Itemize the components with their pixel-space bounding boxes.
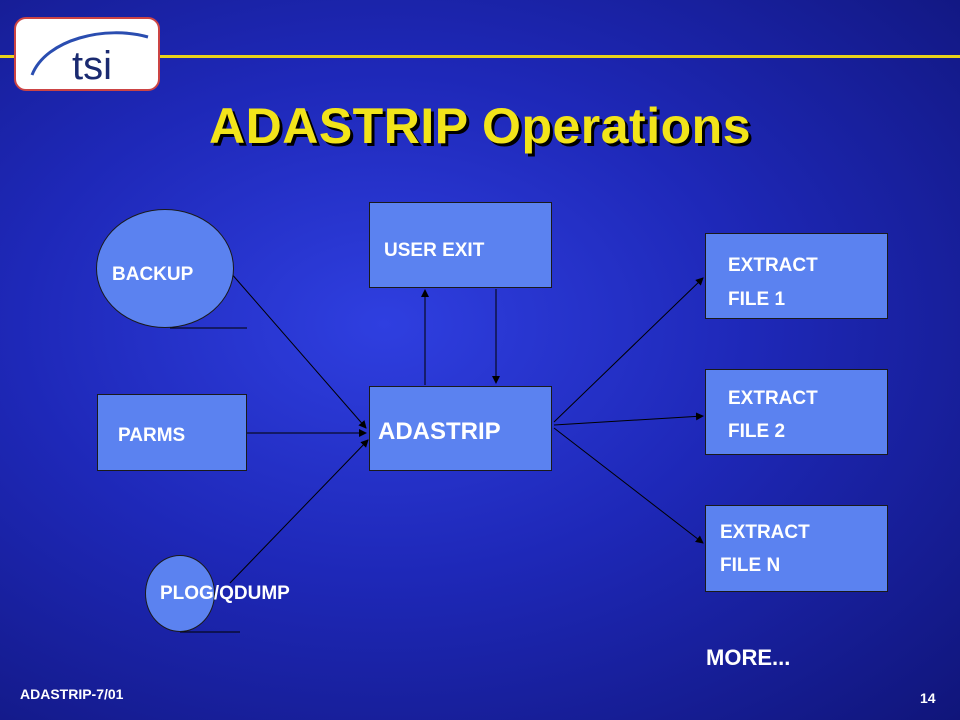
extract-file-n-node [705, 505, 888, 592]
page-title: ADASTRIP Operations [209, 98, 751, 154]
header-rule [160, 55, 960, 58]
arrow-adastrip-to-extract2 [553, 412, 704, 426]
plog-label: PLOG/QDUMP [160, 583, 290, 604]
arrow-adastrip-to-extract1 [553, 277, 704, 423]
parms-label: PARMS [118, 425, 186, 446]
footer-page-number: 14 [920, 690, 936, 706]
header-rule-left [0, 55, 14, 58]
adastrip-node [369, 386, 552, 471]
tsi-logo: tsi [14, 17, 160, 91]
backup-label: BACKUP [112, 264, 194, 285]
extract-file-2-line1: EXTRACT [728, 388, 818, 409]
more-text: MORE... [706, 645, 791, 670]
tsi-logo-icon: tsi [30, 31, 149, 88]
arrow-adastrip-to-extractn [553, 427, 704, 544]
extract-file-n-line2: FILE N [720, 555, 781, 576]
arrow-backup-to-adastrip [229, 271, 367, 429]
adastrip-label: ADASTRIP [378, 418, 501, 445]
backup-node [96, 209, 234, 328]
plog-node [145, 555, 215, 632]
extract-file-2-node [705, 369, 888, 455]
footer-doc-id: ADASTRIP-7/01 [20, 686, 124, 702]
extract-file-n-line1: EXTRACT [720, 522, 810, 543]
logo-text: tsi [72, 44, 112, 88]
extract-file-1-node [705, 233, 888, 319]
extract-file-1-line1: EXTRACT [728, 255, 818, 276]
extract-file-2-line2: FILE 2 [728, 421, 786, 442]
user-exit-label: USER EXIT [384, 240, 485, 261]
extract-file-1-line2: FILE 1 [728, 289, 786, 310]
parms-node [97, 394, 247, 471]
user-exit-node [369, 202, 552, 288]
arrow-plog-to-adastrip [229, 439, 369, 584]
